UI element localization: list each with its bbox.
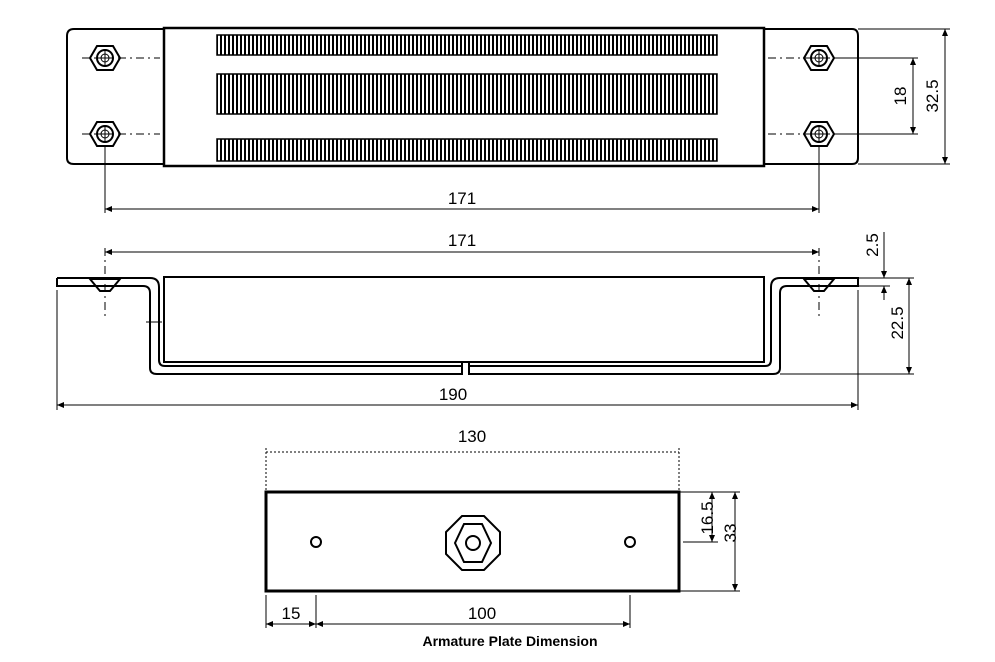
fin-strip-top	[216, 34, 718, 56]
center-nut	[445, 515, 501, 571]
armature-plate	[264, 490, 681, 593]
nut-top-right	[802, 45, 836, 71]
top-length-dim: 171	[448, 189, 476, 208]
hole-spacing-dim: 18	[891, 87, 910, 106]
fin-strip-middle	[216, 73, 718, 115]
armature-plate-caption: Armature Plate Dimension	[422, 633, 597, 649]
left-flange	[66, 28, 164, 165]
nut-bottom-right	[802, 121, 836, 147]
plate-hole-right	[624, 536, 636, 548]
nut-bottom-left	[88, 121, 122, 147]
bracket-outer	[56, 277, 859, 375]
width-dim: 32.5	[923, 79, 942, 112]
plate-hole-left	[310, 536, 322, 548]
side-magnet-block	[163, 276, 765, 363]
right-flange	[764, 28, 859, 165]
flange-thickness-dim: 2.5	[863, 233, 882, 257]
edge-offset-dim: 15	[282, 604, 301, 623]
side-view: 171 190 2.5 22.5	[56, 231, 914, 410]
fin-strip-bottom	[216, 138, 718, 162]
plate-length-dim: 130	[458, 427, 486, 446]
depth-dim: 22.5	[888, 306, 907, 339]
side-length-dim: 190	[439, 385, 467, 404]
plate-height-dim: 33	[721, 524, 740, 543]
plate-half-height-dim: 16.5	[698, 501, 717, 534]
plate-hole-spacing-dim: 100	[468, 604, 496, 623]
armature-plate-view: 130 16.5 33 15 100 Armature Plate Dimens…	[264, 427, 740, 649]
top-view: 171 18 32.5	[66, 26, 950, 213]
nut-top-left	[88, 45, 122, 71]
side-hole-span-dim: 171	[448, 231, 476, 250]
screw-head-right	[801, 278, 837, 292]
screw-head-left	[87, 278, 123, 292]
